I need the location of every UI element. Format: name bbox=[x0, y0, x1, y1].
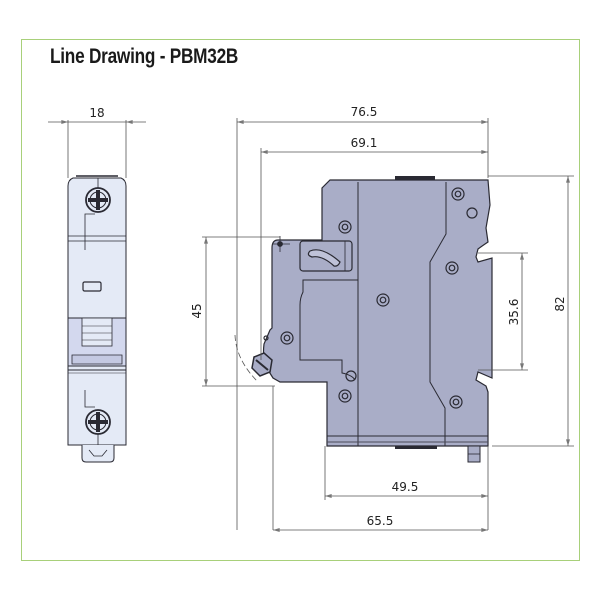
dim-49-5-label: 49.5 bbox=[392, 480, 419, 494]
toggle-lever bbox=[81, 317, 113, 347]
dim-82-label: 82 bbox=[553, 296, 567, 311]
dim-35-6-label: 35.6 bbox=[507, 299, 521, 326]
front-view: 18 bbox=[48, 106, 146, 463]
page-title: Line Drawing - PBM32B bbox=[50, 45, 239, 68]
dimension-front-width bbox=[48, 120, 146, 178]
bottom-screw-icon bbox=[85, 409, 111, 445]
dim-76-5-label: 76.5 bbox=[351, 105, 378, 119]
dimension-lines bbox=[202, 118, 574, 532]
reference-crosshair-icon bbox=[272, 236, 290, 252]
indicator-window bbox=[82, 281, 102, 292]
terminal-screw-icon bbox=[251, 352, 273, 377]
dim-18-label: 18 bbox=[89, 106, 104, 120]
side-view bbox=[234, 176, 493, 463]
dim-45-label: 45 bbox=[190, 303, 204, 318]
toggle-handle-icon bbox=[299, 240, 353, 272]
dim-69-1-label: 69.1 bbox=[351, 136, 378, 150]
rivet-holes bbox=[263, 187, 478, 409]
top-screw-icon bbox=[85, 178, 111, 213]
drawing-frame bbox=[21, 39, 580, 561]
dim-65-5-label: 65.5 bbox=[367, 514, 394, 528]
